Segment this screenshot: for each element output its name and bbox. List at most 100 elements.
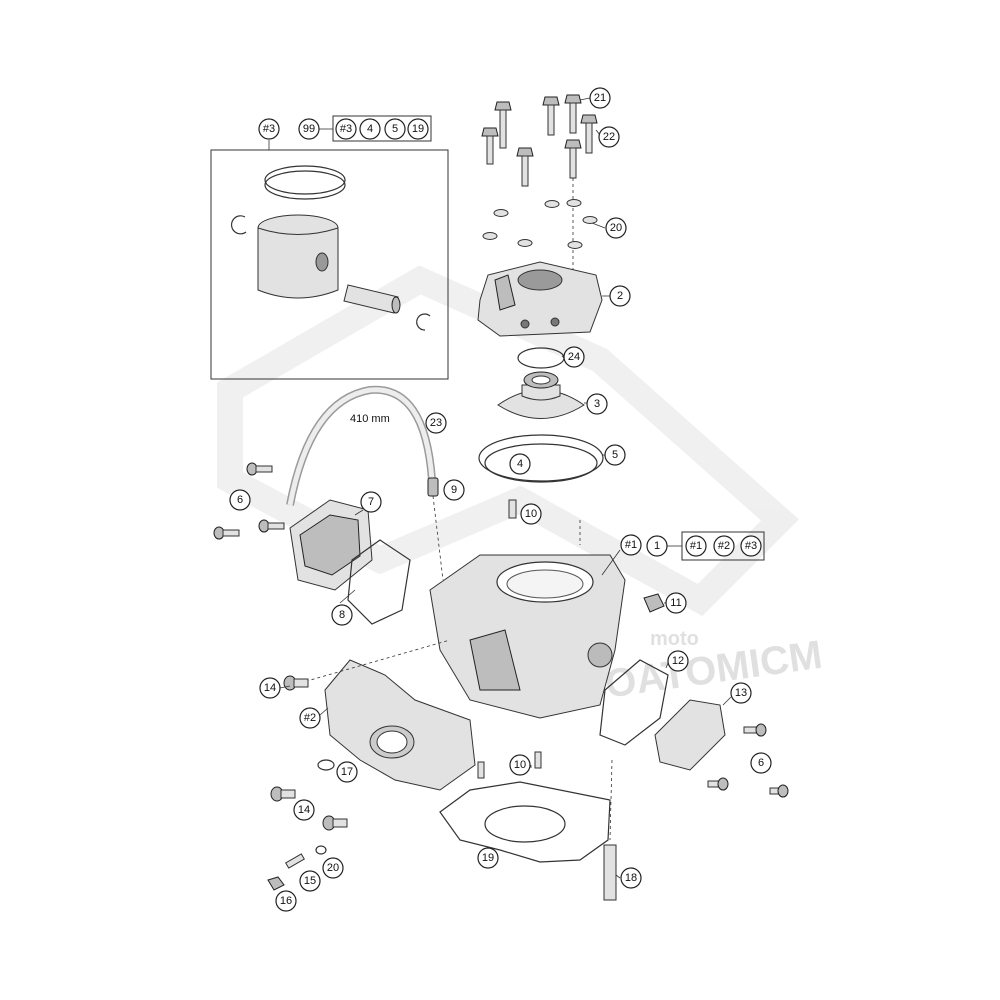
svg-text:1: 1	[654, 540, 660, 552]
piston	[257, 214, 339, 299]
callout-20-lower: 20	[322, 857, 344, 879]
svg-text:13: 13	[735, 687, 747, 699]
leader-lines	[279, 97, 732, 879]
piston-pin-clip-right	[416, 313, 431, 331]
svg-text:18: 18	[625, 872, 637, 884]
svg-text:17: 17	[341, 766, 353, 778]
callout-10-upper: 10	[520, 503, 542, 525]
piston-pin-clip-left	[230, 215, 247, 235]
callout-9: 9	[443, 479, 465, 501]
o-ring	[517, 347, 565, 369]
callout-15: 15	[299, 870, 321, 892]
svg-text:3: 3	[594, 398, 600, 410]
svg-text:4: 4	[517, 458, 523, 470]
stud	[285, 853, 305, 869]
svg-text:11: 11	[670, 597, 681, 609]
callout-16: 16	[275, 890, 297, 912]
cylinder-head	[477, 261, 603, 337]
head-gasket-inner	[484, 443, 598, 483]
callout-2: 2	[609, 285, 631, 307]
svg-text:12: 12	[672, 655, 684, 667]
callout-20: 20	[605, 217, 627, 239]
dowel-pin-lower	[534, 751, 542, 769]
cylinder-head-bolts	[481, 94, 598, 187]
svg-text:19: 19	[482, 852, 494, 864]
flange-washer	[317, 759, 335, 771]
svg-text:#3: #3	[340, 123, 352, 135]
hose-fitting	[427, 477, 444, 581]
svg-text:9: 9	[451, 484, 457, 496]
plug-screw	[643, 593, 665, 613]
piston-pin	[343, 284, 401, 314]
cylinder	[429, 554, 626, 719]
svg-text:6: 6	[237, 494, 243, 506]
callout-13: 13	[730, 682, 752, 704]
callout-21: 21	[589, 87, 611, 109]
set-1: 1 #1 #2 #3	[646, 531, 765, 561]
svg-text:10: 10	[525, 508, 537, 520]
callout-cylinder: #1	[620, 534, 642, 556]
svg-text:24: 24	[568, 351, 580, 363]
callout-17: 17	[336, 761, 358, 783]
piston-ring	[264, 170, 346, 200]
washers	[482, 199, 598, 249]
small-washer	[315, 845, 327, 855]
callout-14-upper: 14	[259, 677, 281, 699]
svg-text:#3: #3	[263, 123, 275, 135]
svg-text:10: 10	[514, 759, 526, 771]
svg-text:#3: #3	[745, 540, 757, 552]
cover-screws-right	[707, 723, 789, 798]
callout-6-left: 6	[229, 489, 251, 511]
svg-text:14: 14	[298, 804, 310, 816]
svg-text:15: 15	[304, 875, 316, 887]
callout-4: 4	[509, 453, 531, 475]
right-exhaust-cover	[654, 699, 726, 771]
hose-length-note: 410 mm	[350, 413, 390, 425]
svg-text:5: 5	[392, 123, 398, 135]
svg-text:#1: #1	[625, 539, 637, 551]
svg-text:2: 2	[617, 290, 623, 302]
svg-text:6: 6	[758, 757, 764, 769]
svg-text:19: 19	[412, 123, 424, 135]
cover-gasket	[347, 539, 411, 625]
callout-3: 3	[586, 393, 608, 415]
svg-text:#1: #1	[690, 540, 702, 552]
callout-flange: #2	[299, 707, 321, 729]
dowel-pin-lower-2	[477, 761, 485, 779]
callout-8: 8	[331, 604, 353, 626]
dowel-pin-upper	[508, 499, 517, 519]
svg-text:8: 8	[339, 609, 345, 621]
svg-text:20: 20	[327, 862, 339, 874]
head-insert	[497, 371, 585, 419]
callout-piston-kit: #3	[258, 118, 280, 140]
svg-text:99: 99	[303, 123, 315, 135]
svg-text:#2: #2	[304, 712, 316, 724]
svg-text:23: 23	[430, 417, 442, 429]
callout-12: 12	[667, 650, 689, 672]
svg-text:#2: #2	[718, 540, 730, 552]
flange-bolts	[270, 675, 348, 831]
nut	[267, 876, 285, 891]
callout-24: 24	[563, 346, 585, 368]
callout-10-lower: 10	[509, 754, 531, 776]
svg-text:22: 22	[603, 131, 615, 143]
watermark-text-moto: moto	[650, 628, 699, 650]
callout-5: 5	[604, 444, 626, 466]
svg-text:14: 14	[264, 682, 276, 694]
callout-19: 19	[477, 847, 499, 869]
exhaust-cover-gasket	[599, 659, 669, 746]
svg-text:4: 4	[367, 123, 373, 135]
intake-flange	[324, 659, 476, 791]
callout-6-right: 6	[750, 752, 772, 774]
svg-text:21: 21	[594, 92, 606, 104]
set-99: 99 #3 4 5 19	[298, 115, 432, 142]
guide-sleeve	[603, 844, 617, 901]
svg-text:7: 7	[368, 496, 374, 508]
callout-23: 23	[425, 412, 447, 434]
base-gasket	[439, 781, 611, 863]
svg-text:20: 20	[610, 222, 622, 234]
svg-text:16: 16	[280, 895, 292, 907]
cover-screws-left	[213, 462, 285, 540]
head-gasket-outer	[478, 434, 604, 482]
callout-7: 7	[360, 491, 382, 513]
